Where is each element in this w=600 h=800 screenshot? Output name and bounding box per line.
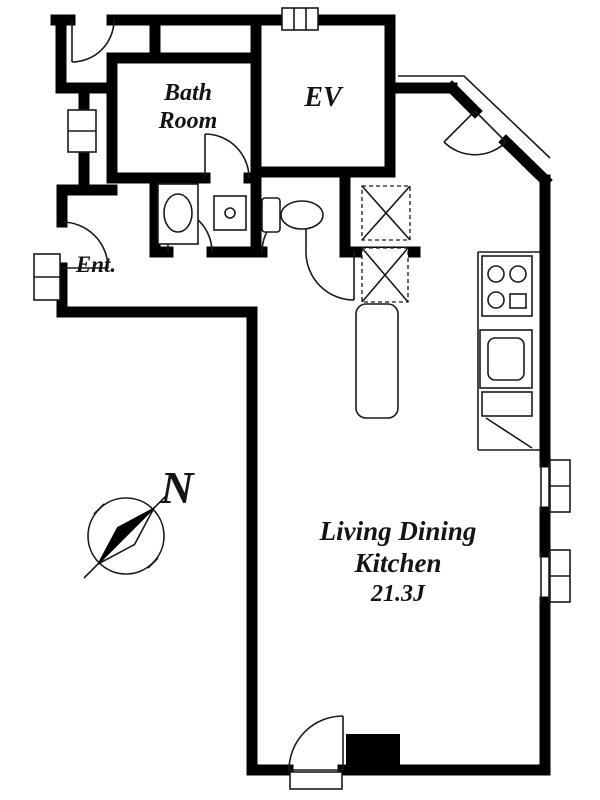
room-label-ldk-size: 21.3J — [370, 581, 426, 607]
door-arc-living — [305, 251, 355, 301]
stove-burner-1 — [487, 265, 505, 283]
room-label-entrance: Ent. — [75, 252, 116, 277]
room-label-elevator: EV — [303, 82, 344, 113]
door-arc-bathroom — [204, 133, 250, 179]
pipe-space-lines — [293, 8, 307, 30]
wall-outline — [50, 14, 553, 776]
washer-drain — [224, 207, 236, 219]
balcony-step-block — [346, 734, 400, 772]
stove-grill — [509, 293, 527, 309]
room-label-ldk-line2: Kitchen — [353, 548, 441, 578]
room-label-bathroom-line2: Room — [158, 108, 218, 134]
stove-burner-3 — [487, 291, 505, 309]
room-labels: Bath Room EV Ent. Living Dining Kitchen … — [75, 80, 477, 607]
duct-shaft-lower-hatch — [361, 247, 409, 303]
door-arc-entrance — [61, 221, 109, 269]
exterior-features — [33, 7, 571, 790]
vanity-sink — [163, 193, 193, 233]
kitchen-fixtures — [355, 251, 540, 451]
stove-fixture — [481, 255, 533, 317]
toilet-fixture — [261, 197, 324, 233]
balcony-edge-line — [398, 75, 551, 159]
kitchen-cabinet — [481, 391, 533, 417]
pipe-space-box — [281, 7, 319, 31]
washroom-fixtures — [157, 183, 247, 245]
walls — [50, 14, 553, 776]
duct-shafts — [361, 185, 411, 303]
door-arc-bottom — [288, 715, 344, 771]
compass-icon: N — [83, 462, 195, 579]
entry-step-bottom — [289, 771, 343, 790]
washer-pan — [213, 195, 247, 231]
stove-burner-2 — [509, 265, 527, 283]
window-frame-lines — [288, 462, 550, 771]
toilet-bowl — [280, 200, 324, 230]
room-label-ldk-line1: Living Dining — [319, 516, 477, 546]
kitchen-sink-basin — [487, 337, 525, 381]
door-arc-diagonal — [443, 110, 507, 156]
door-arc-top-left — [71, 19, 115, 63]
kitchen-island — [355, 303, 399, 419]
compass-ring — [87, 497, 165, 575]
doors — [61, 19, 507, 771]
kitchen-counter-edge — [477, 251, 540, 451]
compass-needle-black — [97, 507, 155, 565]
compass-north-label: N — [159, 462, 195, 513]
duct-shaft-upper-hatch — [361, 185, 411, 241]
room-label-bathroom-line1: Bath — [163, 80, 212, 106]
toilet-tank — [261, 197, 281, 233]
